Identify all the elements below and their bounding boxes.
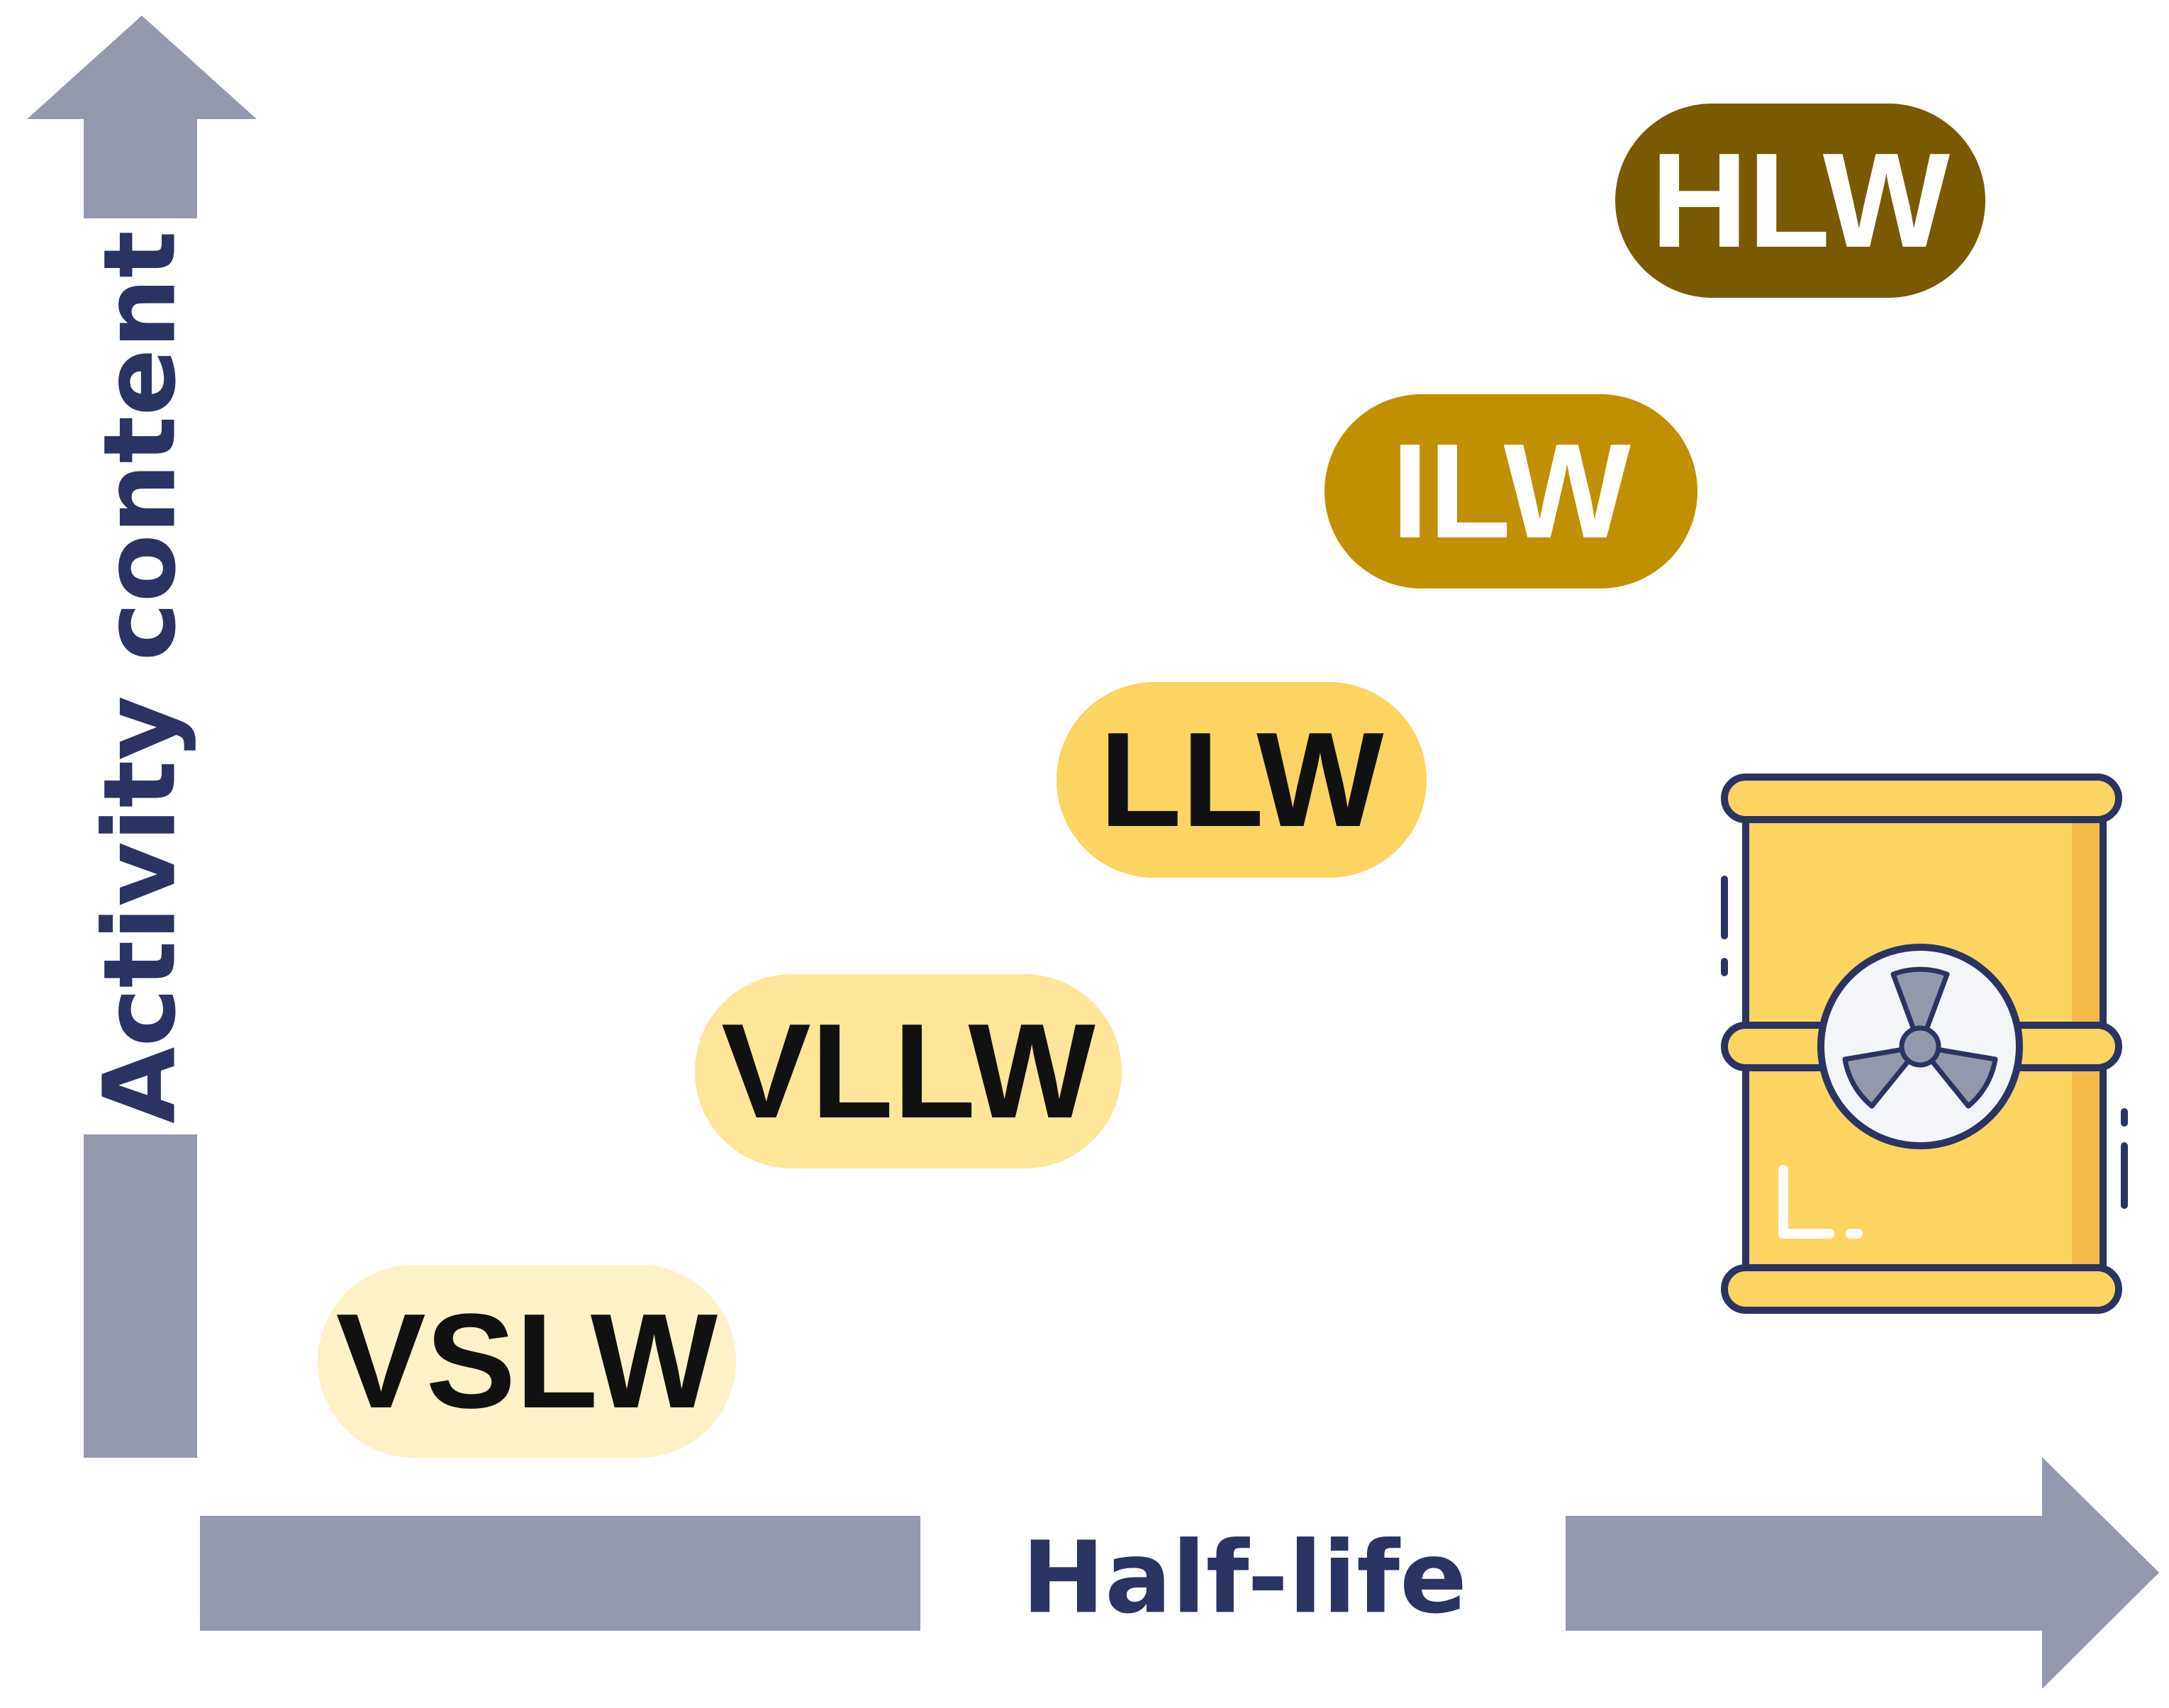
x-axis-arrow: [200, 1457, 2159, 1689]
category-pill-ilw: ILW: [1325, 394, 1697, 588]
category-pill-vslw: VSLW: [318, 1265, 736, 1458]
x-axis-shaft-left: [200, 1516, 920, 1631]
pill-label: LLW: [1100, 705, 1385, 855]
pill-background: [318, 1265, 736, 1458]
y-axis-arrow: [27, 16, 257, 1458]
y-axis-shaft: [84, 1134, 197, 1458]
radioactive-barrel-icon: [1721, 774, 2128, 1314]
pill-label: HLW: [1651, 125, 1951, 276]
pill-label: VLLW: [721, 996, 1095, 1146]
pill-background: [1325, 394, 1697, 588]
pill-background: [1056, 682, 1427, 878]
x-axis-shaft-right: [1566, 1516, 2048, 1631]
pill-background: [1615, 104, 1985, 298]
x-axis-label: Half-life: [1022, 1521, 1467, 1636]
pill-label: VSLW: [336, 1286, 718, 1436]
category-pill-hlw: HLW: [1615, 104, 1985, 298]
y-axis-label: Activity content: [83, 230, 199, 1124]
category-pill-llw: LLW: [1056, 682, 1427, 878]
pill-label: ILW: [1391, 416, 1631, 566]
x-axis-arrow-head: [2042, 1457, 2159, 1689]
pill-background: [695, 974, 1122, 1168]
y-axis-arrow-head: [27, 16, 257, 218]
category-pill-vllw: VLLW: [695, 974, 1122, 1168]
